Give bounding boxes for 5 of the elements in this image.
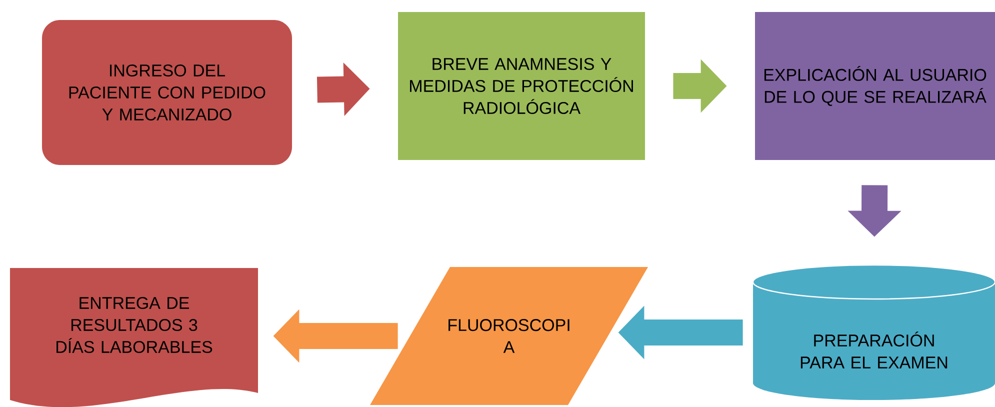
data-parallelogram: FLUOROSCOPI A (370, 267, 648, 405)
process-box: EXPLICACIÓN AL USUARIO DE LO QUE SE REALIZARÁ (755, 12, 995, 160)
process-box: BREVE ANAMNESIS Y MEDIDAS DE PROTECCIÓN RADIOLÓGICA (398, 12, 645, 160)
database-cylinder: PREPARACIÓN PARA EL EXAMEN (752, 264, 995, 400)
process-box: INGRESO DEL PACIENTE CON PEDIDO Y MECANIZADO (42, 20, 292, 165)
